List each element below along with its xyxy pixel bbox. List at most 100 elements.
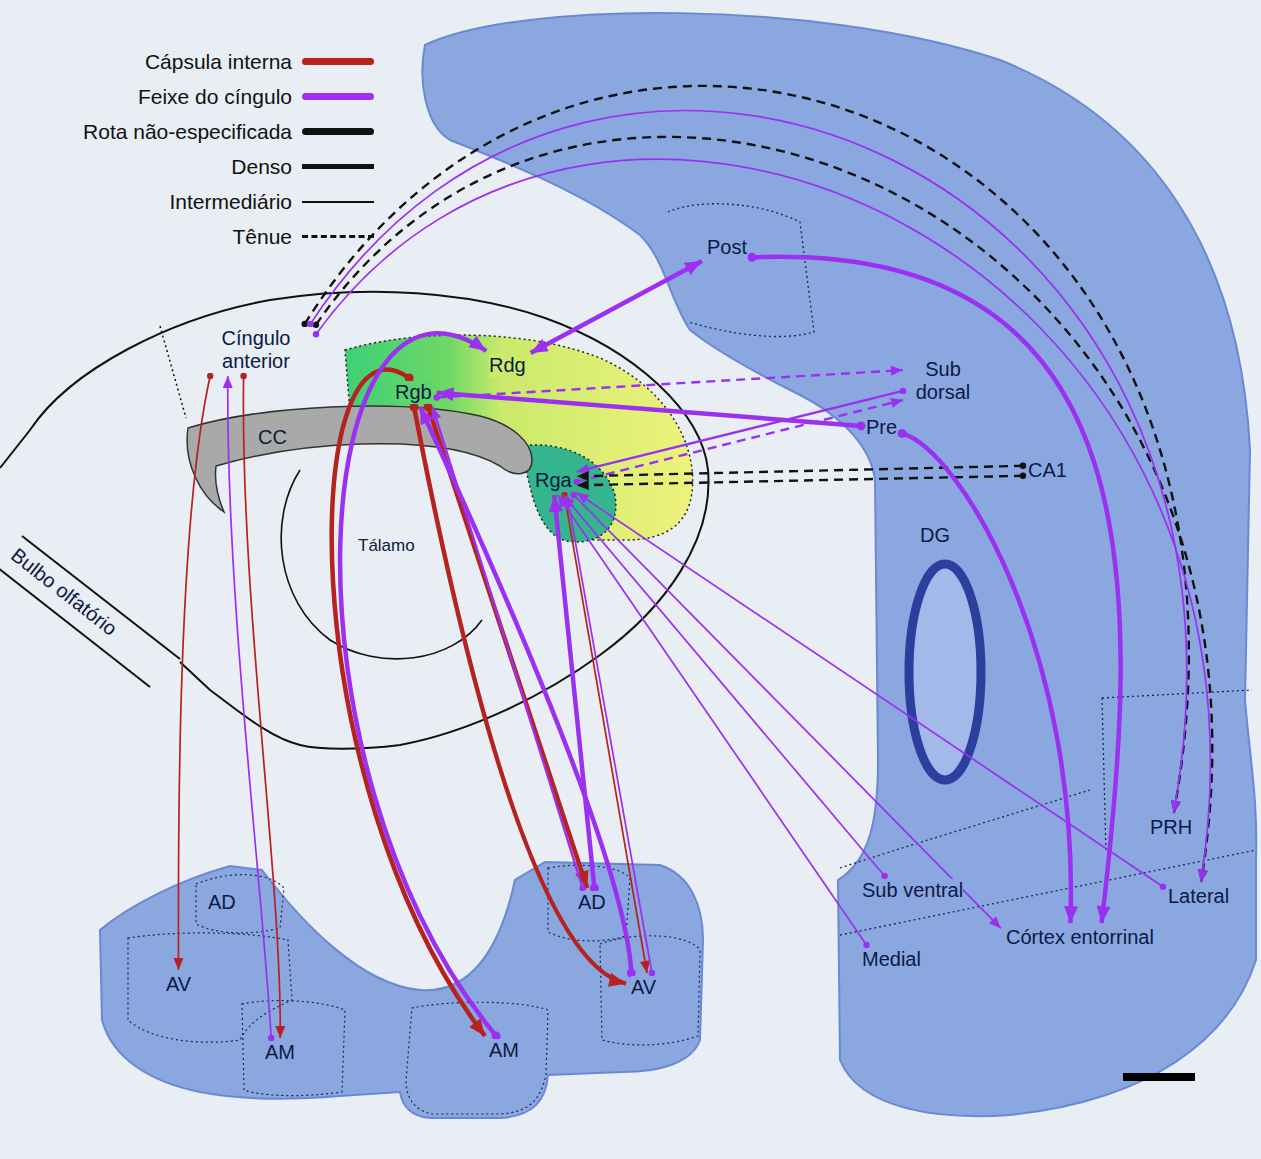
origin-dot [571, 492, 577, 498]
projection-arrow [577, 466, 1023, 477]
label-text: Post [707, 236, 747, 259]
region-label: AV [628, 975, 659, 1000]
origin-dot [313, 322, 319, 328]
label-text: AM [489, 1039, 519, 1062]
region-label: Post [704, 235, 750, 260]
label-text: Lateral [1168, 885, 1229, 908]
structure-label: Tálamo [356, 536, 417, 556]
origin-dot [1020, 473, 1026, 479]
dentate-gyrus [909, 564, 981, 780]
origin-dot [574, 479, 580, 485]
projection-arrow [902, 433, 1071, 923]
region-label: Sub dorsal [905, 357, 981, 405]
legend-text: Tênue [10, 225, 292, 249]
label-text: Sub ventral [862, 879, 963, 902]
region-label: CA1 [1025, 458, 1070, 483]
legend-swatch [302, 58, 374, 65]
origin-dot [898, 429, 907, 438]
legend-text: Intermediário [10, 190, 292, 214]
region-label: Pre [863, 415, 900, 440]
legend-swatch [302, 128, 374, 135]
region-label: AV [163, 972, 194, 997]
rga-region [520, 445, 616, 542]
origin-dot [434, 394, 440, 400]
origin-dot [207, 373, 213, 379]
line-sample [302, 201, 374, 203]
legend-row: Denso [10, 149, 374, 184]
legend-text: Denso [10, 155, 292, 179]
label-text: Rgb [395, 381, 432, 404]
legend: Cápsula internaFeixe do cínguloRota não-… [10, 44, 374, 254]
line-sample [302, 164, 374, 169]
projection-arrow [178, 376, 210, 970]
olfactory-bulb-line [22, 536, 180, 659]
label-text: AD [208, 891, 236, 914]
corpus-callosum-label: CC [255, 425, 290, 450]
region-label: Córtex entorrinal [1003, 925, 1157, 950]
label-text: AV [166, 973, 191, 996]
nucleus-boundary [242, 1001, 345, 1096]
legend-text: Rota não-especificada [10, 120, 292, 144]
projection-arrow [420, 407, 631, 973]
projection-arrow [554, 495, 594, 888]
subiculum-boundary [840, 790, 1090, 868]
projection-arrow [558, 495, 867, 945]
post-boundary [668, 204, 814, 337]
projection-arrow [305, 86, 1189, 813]
projection-arrow [316, 137, 1212, 882]
region-label: Rgb [392, 380, 435, 405]
projection-arrow [316, 159, 1210, 882]
region-label: AM [486, 1038, 522, 1063]
label-text: AV [631, 976, 656, 999]
origin-dot [900, 388, 906, 394]
legend-swatch [302, 93, 374, 100]
nucleus-boundary [196, 875, 284, 933]
projection-arrow [243, 376, 280, 1038]
origin-dot [240, 373, 246, 379]
region-label: Cíngulo anterior [198, 326, 314, 374]
cingulate-border [160, 326, 186, 418]
legend-text: Feixe do cíngulo [10, 85, 292, 109]
origin-dot [748, 253, 757, 262]
projection-arrow [437, 393, 861, 426]
projection-arrow [577, 493, 1163, 887]
label-text: Cíngulo anterior [201, 327, 311, 373]
origin-dot [1020, 463, 1026, 469]
projection-arrow [228, 376, 271, 1038]
legend-text: Cápsula interna [10, 50, 292, 74]
region-label: Rga [532, 468, 575, 493]
thalamus-contour [281, 470, 482, 659]
region-label: AD [575, 890, 609, 915]
nucleus-boundary [600, 936, 700, 1045]
region-label: Lateral [1165, 884, 1232, 909]
region-label: Sub ventral [859, 878, 966, 903]
origin-dot [1160, 884, 1166, 890]
region-label: Rdg [486, 353, 529, 378]
structure-label: Bulbo olfatório [5, 542, 123, 641]
projection-arrow [574, 495, 1001, 928]
label-text: Rdg [489, 354, 526, 377]
projection-arrow [577, 391, 903, 472]
projection-arrow [414, 407, 626, 984]
sagittal-brain-outline [0, 292, 708, 749]
origin-dot [857, 421, 866, 430]
region-label: PRH [1147, 815, 1195, 840]
legend-row: Tênue [10, 219, 374, 254]
label-text: Pre [866, 416, 897, 439]
region-label: Medial [859, 947, 924, 972]
region-label: AM [262, 1040, 298, 1065]
nucleus-boundary [406, 1002, 548, 1114]
label-text: Rga [535, 469, 572, 492]
projection-arrow [563, 495, 885, 876]
legend-row: Feixe do cíngulo [10, 79, 374, 114]
structure-label: DG [918, 524, 952, 547]
projection-arrow [531, 261, 702, 353]
scale-bar [1123, 1073, 1195, 1081]
entorhinal-boundary [840, 850, 1256, 935]
projection-arrow [752, 257, 1121, 923]
legend-row: Rota não-especificada [10, 114, 374, 149]
projection-arrow [567, 495, 652, 973]
legend-row: Intermediário [10, 184, 374, 219]
prh-boundary [1102, 690, 1252, 852]
